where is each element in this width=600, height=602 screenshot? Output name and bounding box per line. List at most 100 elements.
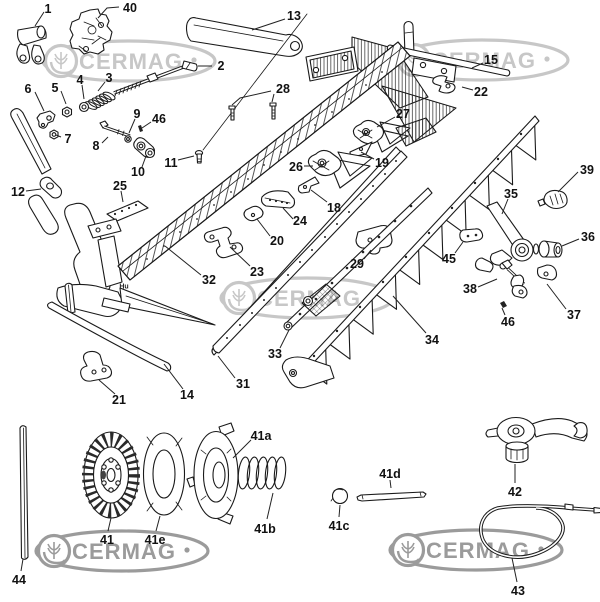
part-label-41e: 41e (145, 515, 165, 547)
part-label-42: 42 (508, 464, 522, 499)
part-label-29: 29 (350, 249, 372, 271)
leader-line (55, 134, 62, 138)
part-number-text: 23 (250, 265, 264, 279)
part-45-clip (459, 228, 484, 243)
part-label-2: 2 (198, 59, 225, 73)
part-label-5: 5 (52, 81, 67, 105)
part-label-8: 8 (93, 136, 109, 153)
part-5-nut (61, 106, 73, 118)
part-43-cable (479, 503, 600, 559)
cermag-watermark-top-left: CERMAG (41, 39, 217, 83)
part-number-text: 15 (484, 53, 498, 67)
part-label-3: 3 (97, 71, 113, 92)
part-label-1: 1 (34, 2, 52, 27)
part-46-pin (138, 125, 143, 132)
part-number-text: 34 (425, 333, 439, 347)
part-number-text: 24 (293, 214, 307, 228)
part-number-text: 33 (268, 347, 282, 361)
part-number-text: 9 (134, 107, 141, 121)
part-number-text: 21 (112, 393, 126, 407)
part-number-text: 31 (236, 377, 250, 391)
part-number-text: 26 (289, 160, 303, 174)
part-number-text: 18 (327, 201, 341, 215)
leader-line (97, 6, 120, 19)
leader-line (251, 18, 286, 31)
part-number-text: 2 (218, 59, 225, 73)
part-14-swath-board (47, 282, 172, 372)
part-15-rod (386, 44, 511, 77)
part-number-text: 29 (350, 257, 364, 271)
leader-line (217, 355, 236, 379)
cermag-watermark-bottom-left: CERMAG (34, 529, 210, 573)
part-20-clip (243, 205, 264, 222)
part-36-bushing (532, 240, 563, 258)
part-28-bolts (228, 102, 277, 121)
leader-line (546, 283, 567, 310)
part-label-14: 14 (163, 363, 194, 402)
part-number-text: 1 (45, 2, 52, 16)
leader-line (363, 249, 372, 260)
part-number-text: 36 (581, 230, 595, 244)
part-label-19: 19 (360, 151, 389, 170)
part-41b-spring (237, 456, 287, 490)
leader-line (376, 116, 396, 128)
part-25-plate (106, 200, 149, 222)
part-number-text: 3 (106, 71, 113, 85)
part-41e-ring (142, 432, 186, 516)
leader-line (60, 90, 67, 105)
leader-line (389, 479, 392, 489)
part-number-text: 14 (180, 388, 194, 402)
part-label-35: 35 (501, 187, 518, 215)
part-number-text: 32 (202, 273, 216, 287)
leader-line (461, 86, 474, 91)
part-number-text: 28 (276, 82, 290, 96)
part-10-fitting (133, 137, 156, 159)
part-label-33: 33 (268, 329, 290, 361)
part-label-41a: 41a (232, 429, 273, 459)
leader-line (163, 363, 184, 390)
part-number-text: 41c (329, 519, 350, 533)
leader-line (477, 278, 498, 288)
part-label-40: 40 (97, 1, 137, 19)
leader-line (97, 81, 106, 92)
part-number-text: 35 (504, 187, 518, 201)
part-number-text: 41a (251, 429, 273, 443)
part-number-text: 4 (77, 73, 84, 87)
part-label-4: 4 (77, 73, 85, 100)
part-label-20: 20 (256, 218, 284, 248)
part-24-wear-plate (260, 190, 296, 209)
part-32-cutter-bar (117, 41, 411, 281)
part-label-26: 26 (289, 160, 313, 174)
cermag-watermark-bottom-right: CERMAG (388, 528, 564, 572)
part-label-28: 28 (231, 82, 290, 106)
part-label-15: 15 (471, 53, 498, 69)
part-number-text: 46 (501, 315, 515, 329)
leader-line (454, 241, 464, 254)
part-number-text: 13 (287, 9, 301, 23)
cermag-watermark-text: CERMAG (426, 538, 530, 563)
part-number-text: 44 (12, 573, 26, 587)
leader-line (471, 62, 484, 69)
part-8-bolt (99, 120, 131, 138)
leader-line (360, 151, 375, 160)
part-41a-pressure-plate (186, 422, 239, 525)
part-18-clip (297, 176, 320, 194)
part-number-text: 46 (152, 112, 166, 126)
part-label-21: 21 (98, 379, 126, 407)
part-3-spring (84, 91, 116, 110)
part-label-23: 23 (229, 246, 264, 279)
part-12-lever (10, 108, 63, 199)
leader-line (561, 238, 580, 247)
part-2-rod (113, 60, 198, 97)
part-46-pin-b (500, 301, 507, 308)
part-33-knife-back (283, 187, 433, 331)
part-label-46: 46 (141, 112, 166, 129)
part-label-41d: 41d (379, 467, 401, 489)
part-number-text: 39 (580, 163, 594, 177)
part-number-text: 37 (567, 308, 581, 322)
part-number-text: 27 (396, 107, 410, 121)
part-label-13: 13 (251, 9, 301, 31)
part-number-text: 22 (474, 85, 488, 99)
part-38-pin-lever (499, 259, 526, 289)
